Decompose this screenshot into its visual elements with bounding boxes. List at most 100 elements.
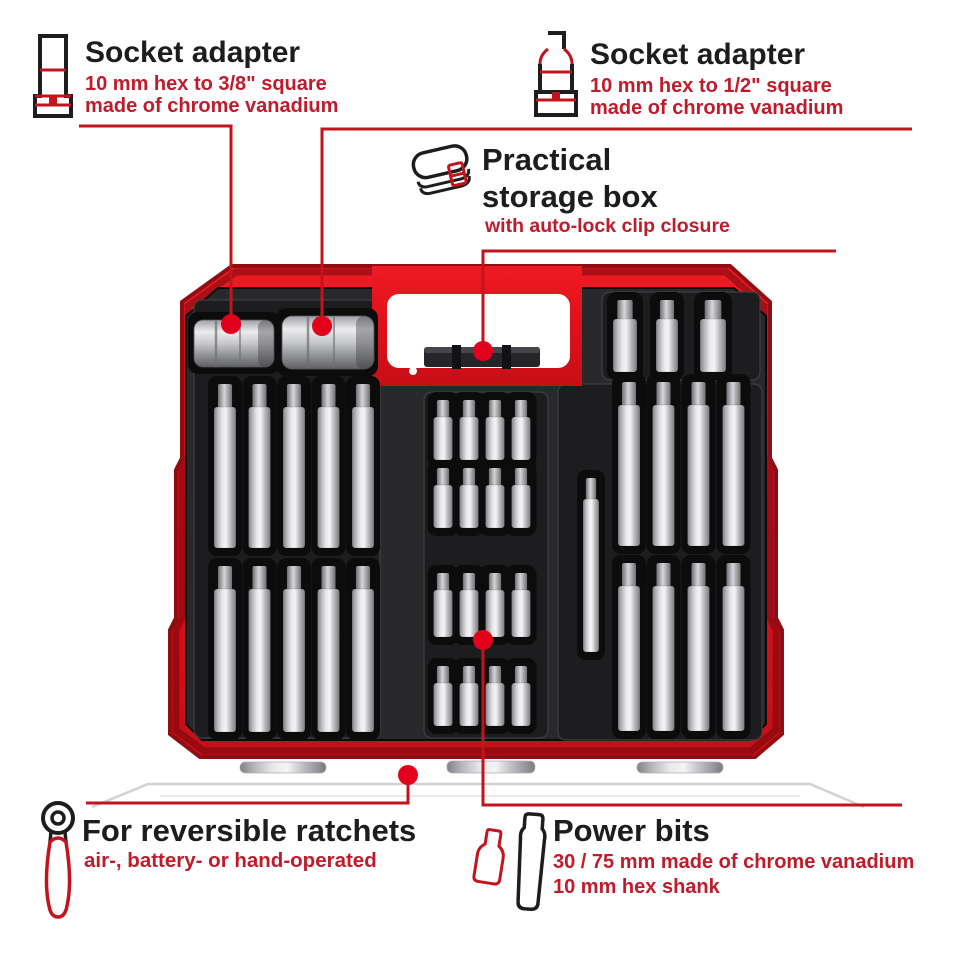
leader-line-socket-adapter-left [79, 124, 233, 316]
bit-shank [582, 498, 600, 653]
callout-title: Socket adapter [590, 38, 806, 71]
adapter-end [258, 320, 274, 367]
socket-adapter-1-2 [281, 315, 375, 370]
callout-title: Socket adapter [85, 36, 301, 69]
bit-shank [317, 588, 340, 733]
callout-socket-adapter-left [30, 33, 76, 124]
bit-shank [485, 589, 505, 638]
bit-tip [252, 566, 267, 592]
bit-shank [248, 406, 271, 549]
socket-adapter-3-8-icon [33, 34, 73, 118]
adapter-end [356, 316, 374, 369]
bit-tip [321, 566, 336, 592]
bit-tip [659, 300, 675, 322]
bit-tip [488, 468, 502, 488]
bit-shank [459, 682, 479, 727]
bit-shank [213, 588, 237, 733]
bit-shank [351, 588, 375, 733]
bit-tip [462, 400, 476, 420]
callout-ratchets [38, 796, 78, 929]
bit-tip [691, 382, 706, 408]
callout-subtitle: 30 / 75 mm made of chrome vanadium [553, 851, 915, 873]
callout-subtitle: 10 mm hex to 3/8" square [85, 73, 327, 95]
callout-title-line2: storage box [482, 179, 658, 214]
bit-shank [433, 416, 453, 461]
callout-dot-power-bits [473, 630, 493, 650]
bit-tip [514, 666, 528, 686]
callout-power-bits [468, 810, 550, 923]
callout-subtitle: made of chrome vanadium [590, 97, 844, 119]
callout-dot-ratchets [398, 765, 418, 785]
bit-shank [652, 585, 675, 732]
bit-tip [585, 478, 597, 502]
clip-pin-hole [409, 367, 417, 375]
bit-shank [699, 318, 727, 373]
bit-shank [511, 484, 531, 529]
bit-shank [722, 585, 745, 732]
bit-shank [485, 682, 505, 727]
bit-tip [514, 400, 528, 420]
latch-clip-notch [452, 345, 461, 369]
bit-shank [459, 416, 479, 461]
leader-line-socket-adapter-right [320, 127, 912, 318]
bit-shank [213, 406, 237, 549]
callout-dot-socket-adapter-right [312, 316, 332, 336]
bit-tip [355, 566, 371, 592]
bit-shank [282, 588, 306, 733]
bit-tip [355, 384, 371, 410]
callout-dot-socket-adapter-left [221, 314, 241, 334]
bit-tip [462, 468, 476, 488]
power-bits-icon [472, 812, 547, 911]
bit-shank [433, 589, 453, 638]
callout-subtitle: made of chrome vanadium [85, 95, 339, 117]
bit-tip [252, 384, 267, 410]
callout-socket-adapter-right [532, 30, 580, 123]
bit-tip [436, 400, 450, 420]
leader-line-power-bits [481, 640, 902, 807]
callout-title-line1: Practical [482, 142, 612, 177]
bit-shank [351, 406, 375, 549]
callout-subtitle: 10 mm hex shank [553, 876, 720, 898]
bit-tip [726, 563, 741, 589]
bit-shank [511, 682, 531, 727]
bit-tip [462, 666, 476, 686]
bit-tip [656, 563, 671, 589]
leader-line-storage-box [481, 249, 836, 343]
bit-shank [655, 318, 679, 373]
callout-title: For reversible ratchets [82, 813, 417, 848]
bit-tip [462, 573, 476, 593]
bit-tip [436, 468, 450, 488]
bit-tip [286, 384, 302, 410]
hinge-pin [636, 761, 724, 774]
bit-tip [286, 566, 302, 592]
bit-shank [722, 404, 745, 547]
callout-subtitle: 10 mm hex to 1/2" square [590, 75, 832, 97]
bit-shank [459, 589, 479, 638]
callout-storage-box [408, 142, 476, 207]
bit-shank [687, 404, 710, 547]
bit-shank [459, 484, 479, 529]
bit-tip [621, 563, 637, 589]
hinge-pin [239, 761, 327, 774]
bit-tip [488, 400, 502, 420]
bit-shank [248, 588, 271, 733]
bit-tip [488, 666, 502, 686]
bit-shank [485, 484, 505, 529]
callout-subtitle: air-, battery- or hand-operated [84, 849, 377, 872]
bit-tip [217, 384, 233, 410]
bit-shank [652, 404, 675, 547]
bit-tip [217, 566, 233, 592]
bit-shank [511, 416, 531, 461]
callout-title: Power bits [553, 813, 710, 848]
bit-shank [612, 318, 638, 373]
ratchet-handle [44, 836, 72, 919]
callout-subtitle: with auto-lock clip closure [485, 215, 730, 237]
bit-shank [617, 404, 641, 547]
bit-tip [704, 300, 722, 322]
latch-clip-notch [502, 345, 511, 369]
bit-shank [687, 585, 710, 732]
bits-layer [208, 292, 751, 740]
bit-tip [514, 468, 528, 488]
